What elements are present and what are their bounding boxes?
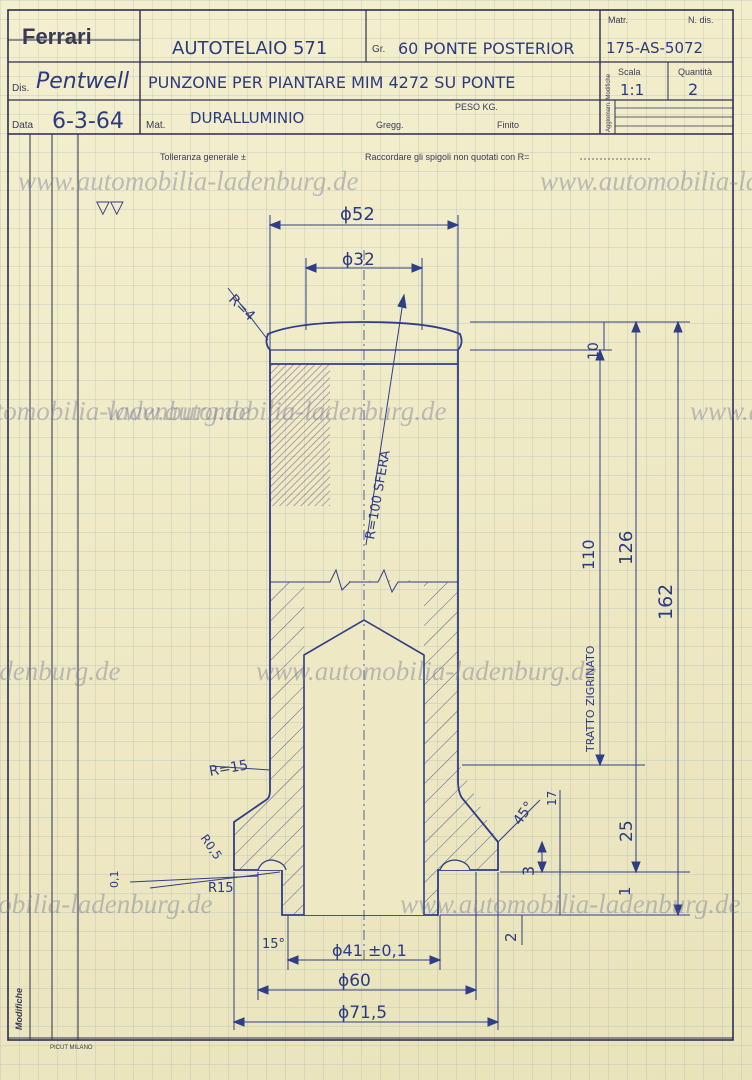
dim-h1: 1: [616, 886, 634, 896]
dim-r15: R=15: [208, 757, 249, 780]
gr-label: Gr.: [372, 44, 385, 55]
svg-text:www.automobilia-ladenburg.de: www.automobilia-ladenburg.de: [540, 166, 752, 196]
aggiornamenti-label: Aggiornam. Modifiche: [606, 73, 612, 132]
part-name: PUNZONE PER PIANTARE MIM 4272 SU PONTE: [148, 73, 515, 92]
dim-r100: R=100 SFERA: [363, 449, 393, 541]
tolerance-note: Tolleranza generale ±: [160, 152, 246, 162]
dis-label: Dis.: [12, 83, 29, 94]
svg-text:www.automobilia-ladenburg.de: www.automobilia-ladenburg.de: [256, 656, 597, 686]
dim-r15-small: R15: [208, 881, 234, 896]
fillet-note: Raccordare gli spigoli non quotati con R…: [365, 152, 529, 162]
dim-h110: 110: [579, 539, 598, 570]
dim-h25: 25: [617, 820, 637, 842]
watermark: www.automobilia-ladenburg.de www.automob…: [0, 166, 752, 919]
dim-h2: 2: [502, 932, 520, 942]
quantita-label: Quantità: [678, 67, 712, 77]
dim-d32: ϕ32: [342, 250, 375, 270]
svg-text:www.automobilia-ladenburg.de: www.automobilia-ladenburg.de: [18, 166, 359, 196]
modifiche-label: Modifiche: [14, 988, 24, 1030]
knurled-zone-label: TRATTO ZIGRINATO: [584, 645, 597, 753]
svg-text:www.automobilia-ladenburg.de: www.automobilia-ladenburg.de: [690, 396, 752, 426]
svg-text:www.automobilia-ladenburg.de: www.automobilia-ladenburg.de: [0, 656, 121, 686]
material-value: DURALLUMINIO: [190, 109, 304, 127]
dim-r05: R0,5: [198, 832, 225, 862]
mat-label: Mat.: [146, 120, 165, 131]
chassis-line: AUTOTELAIO 571: [172, 38, 327, 59]
dim-angle-45: 45°: [510, 799, 537, 829]
printer-mark: PICUT MILANO: [50, 1045, 93, 1051]
data-label: Data: [12, 120, 34, 131]
finito-label: Finito: [497, 120, 519, 130]
punch-part: [233, 250, 499, 960]
dim-h162: 162: [655, 584, 677, 620]
svg-text:www.automobilia-ladenburg.de: www.automobilia-ladenburg.de: [0, 889, 213, 919]
dim-d52: ϕ52: [340, 204, 375, 225]
dim-d715: ϕ71,5: [338, 1003, 387, 1023]
dim-h10: 10: [586, 342, 602, 360]
svg-text:www.automobilia-ladenburg.de: www.automobilia-ladenburg.de: [400, 889, 741, 919]
dim-angle-15: 15°: [262, 937, 285, 952]
peso-label: PESO KG.: [455, 102, 498, 112]
dim-h126: 126: [616, 531, 637, 565]
svg-text:www.automobilia-ladenburg.de: www.automobilia-ladenburg.de: [0, 396, 251, 426]
surface-finish-symbol: ▽▽: [96, 197, 124, 218]
matr-label: Matr.: [608, 15, 628, 25]
designer-signature: Pentwell: [36, 69, 129, 94]
dim-h17: 17: [545, 791, 559, 806]
svg-text:www.automobilia-ladenburg.de: www.automobilia-ladenburg.de: [106, 396, 447, 426]
dim-h01: 0,1: [108, 871, 121, 889]
scale-value: 1:1: [620, 81, 644, 99]
dimension-lines: [129, 215, 690, 1030]
group-line: 60 PONTE POSTERIOR: [398, 39, 574, 58]
dim-h3: 3: [519, 866, 538, 876]
dim-d60: ϕ60: [338, 971, 371, 991]
drawing-number: 175-AS-5072: [606, 39, 703, 57]
ndis-label: N. dis.: [688, 15, 714, 25]
ferrari-logo: Ferrari: [22, 24, 92, 49]
dim-r4: R=4: [225, 292, 258, 325]
drawing-date: 6-3-64: [52, 109, 124, 134]
scala-label: Scala: [618, 67, 641, 77]
quantity-value: 2: [688, 80, 698, 99]
title-block-frame: [7, 9, 734, 1041]
gregg-label: Gregg.: [376, 120, 404, 130]
dim-d41: ϕ41 ±0,1: [332, 941, 407, 960]
